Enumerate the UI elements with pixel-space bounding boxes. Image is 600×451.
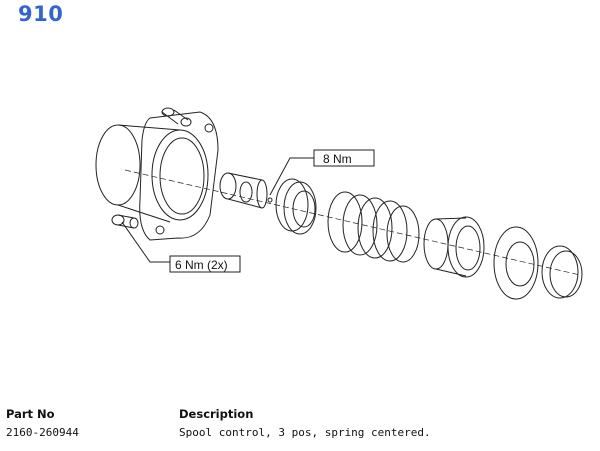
page-number: 910	[18, 2, 64, 26]
part-description: Spool control, 3 pos, spring centered.	[179, 426, 431, 439]
table-row: 2160-260944 Spool control, 3 pos, spring…	[6, 426, 596, 442]
spring	[327, 191, 420, 263]
part-number: 2160-260944	[6, 426, 79, 439]
header-description: Description	[179, 407, 254, 421]
callout-spool-box	[313, 149, 375, 167]
callout-bolt-label: 6 Nm (2x)	[175, 258, 228, 272]
end-cap	[541, 245, 583, 299]
callout-spool-label: 8 Nm	[323, 152, 352, 166]
header-part-no: Part No	[6, 407, 55, 421]
parts-table-header: Part No Description	[6, 407, 596, 423]
center-axis	[124, 169, 581, 276]
callout-bolt-box	[169, 255, 241, 273]
spring-cup	[423, 216, 485, 278]
housing	[95, 107, 219, 241]
washer	[493, 226, 539, 300]
spool	[219, 172, 273, 209]
exploded-view-drawing: 8 Nm 6 Nm (2x)	[95, 107, 583, 300]
seal-ring	[275, 178, 317, 235]
callout-bolt-line	[121, 221, 170, 263]
callout-spool-line	[269, 157, 314, 196]
